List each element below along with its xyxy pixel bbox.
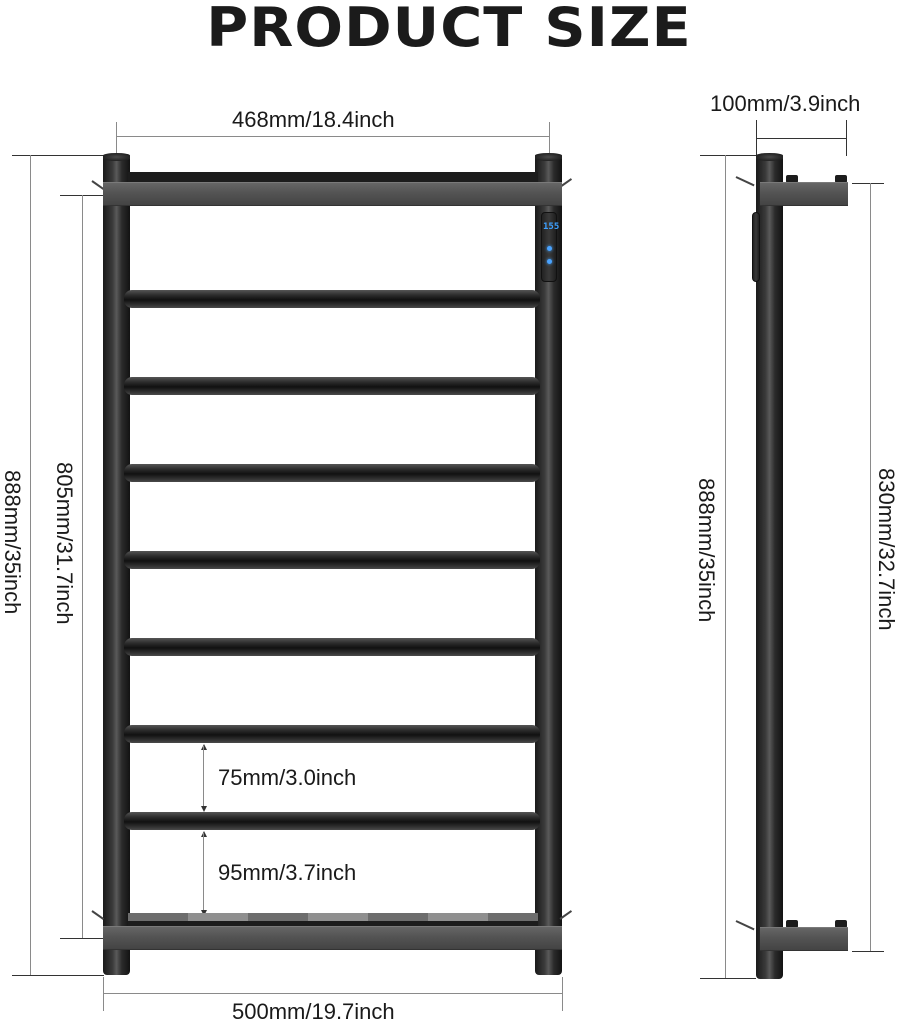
inner-width-label: 468mm/18.4inch: [232, 107, 395, 132]
rail-5: [124, 638, 540, 656]
mount-height-top-tick: [852, 183, 884, 184]
bar-spacing-line: [203, 746, 204, 810]
total-height-line: [30, 155, 31, 975]
bottom-shelf-edge: [128, 921, 538, 926]
bar-spacing-arrow-bottom: [201, 806, 207, 812]
control-panel[interactable]: 155: [541, 212, 560, 282]
bottom-bracket: [103, 926, 562, 950]
depth-label: 100mm/3.9inch: [710, 91, 861, 116]
outer-width-tick-left: [103, 977, 104, 1011]
left-post-cap: [103, 153, 130, 161]
side-total-height-bottom-tick: [700, 978, 756, 979]
side-bottom-hook: [735, 920, 755, 931]
indicator-light-2[interactable]: [547, 259, 552, 264]
side-total-height-top-tick: [700, 155, 756, 156]
inner-height-bottom-tick: [60, 938, 104, 939]
side-control-panel: [752, 212, 760, 282]
total-height-top-tick: [12, 155, 104, 156]
front-view: 468mm/18.4inch 888mm/35inch 805mm/31.7in…: [0, 107, 573, 1024]
mount-height-bottom-tick: [852, 951, 884, 952]
inner-width-tick-left: [116, 122, 117, 154]
right-post: [535, 155, 562, 975]
depth-tick-left: [756, 120, 757, 156]
inner-width-line: [116, 136, 550, 137]
mount-height-line: [870, 183, 871, 951]
rail-1: [124, 290, 540, 308]
side-bottom-bracket-clip-1: [786, 920, 798, 928]
right-post-cap: [535, 153, 562, 161]
side-total-height-label: 888mm/35inch: [694, 478, 719, 623]
inner-width-tick-right: [549, 122, 550, 154]
mount-height-label: 830mm/32.7inch: [874, 468, 898, 631]
rail-2: [124, 377, 540, 395]
side-bottom-bracket: [760, 927, 848, 951]
rail-3: [124, 464, 540, 482]
top-shelf: [128, 172, 538, 184]
depth-line: [756, 138, 846, 139]
outer-width-line: [103, 993, 563, 994]
side-total-height-line: [725, 155, 726, 978]
outer-width-tick-right: [562, 977, 563, 1011]
rail-6: [124, 725, 540, 743]
inner-height-line: [82, 195, 83, 938]
side-top-bracket-clip-2: [835, 175, 847, 183]
depth-tick-right: [846, 120, 847, 156]
top-bracket: [103, 182, 562, 206]
side-top-bracket: [760, 182, 848, 206]
bar-spacing-label: 75mm/3.0inch: [218, 765, 357, 790]
bar-spacing-arrow-top: [201, 744, 207, 750]
total-height-label: 888mm/35inch: [0, 470, 25, 615]
page-title: PRODUCT SIZE: [206, 0, 692, 59]
indicator-light-1[interactable]: [547, 246, 552, 251]
side-view: 100mm/3.9inch 888mm/35inch 830mm/32.7inc…: [620, 0, 898, 1024]
total-height-bottom-tick: [12, 975, 104, 976]
bottom-shelf: [128, 913, 538, 923]
rail-7: [124, 812, 540, 830]
outer-width-label: 500mm/19.7inch: [232, 999, 395, 1024]
rail-4: [124, 551, 540, 569]
bottom-spacing-label: 95mm/3.7inch: [218, 860, 357, 885]
bottom-spacing-arrow-top: [201, 831, 207, 837]
side-top-bracket-clip-1: [786, 175, 798, 183]
side-post: [756, 155, 783, 979]
side-bottom-bracket-clip-2: [835, 920, 847, 928]
bottom-spacing-line: [203, 833, 204, 913]
side-top-hook: [735, 176, 755, 187]
temperature-display: 155: [543, 222, 560, 232]
inner-height-label: 805mm/31.7inch: [52, 462, 77, 625]
side-post-cap: [756, 153, 783, 161]
